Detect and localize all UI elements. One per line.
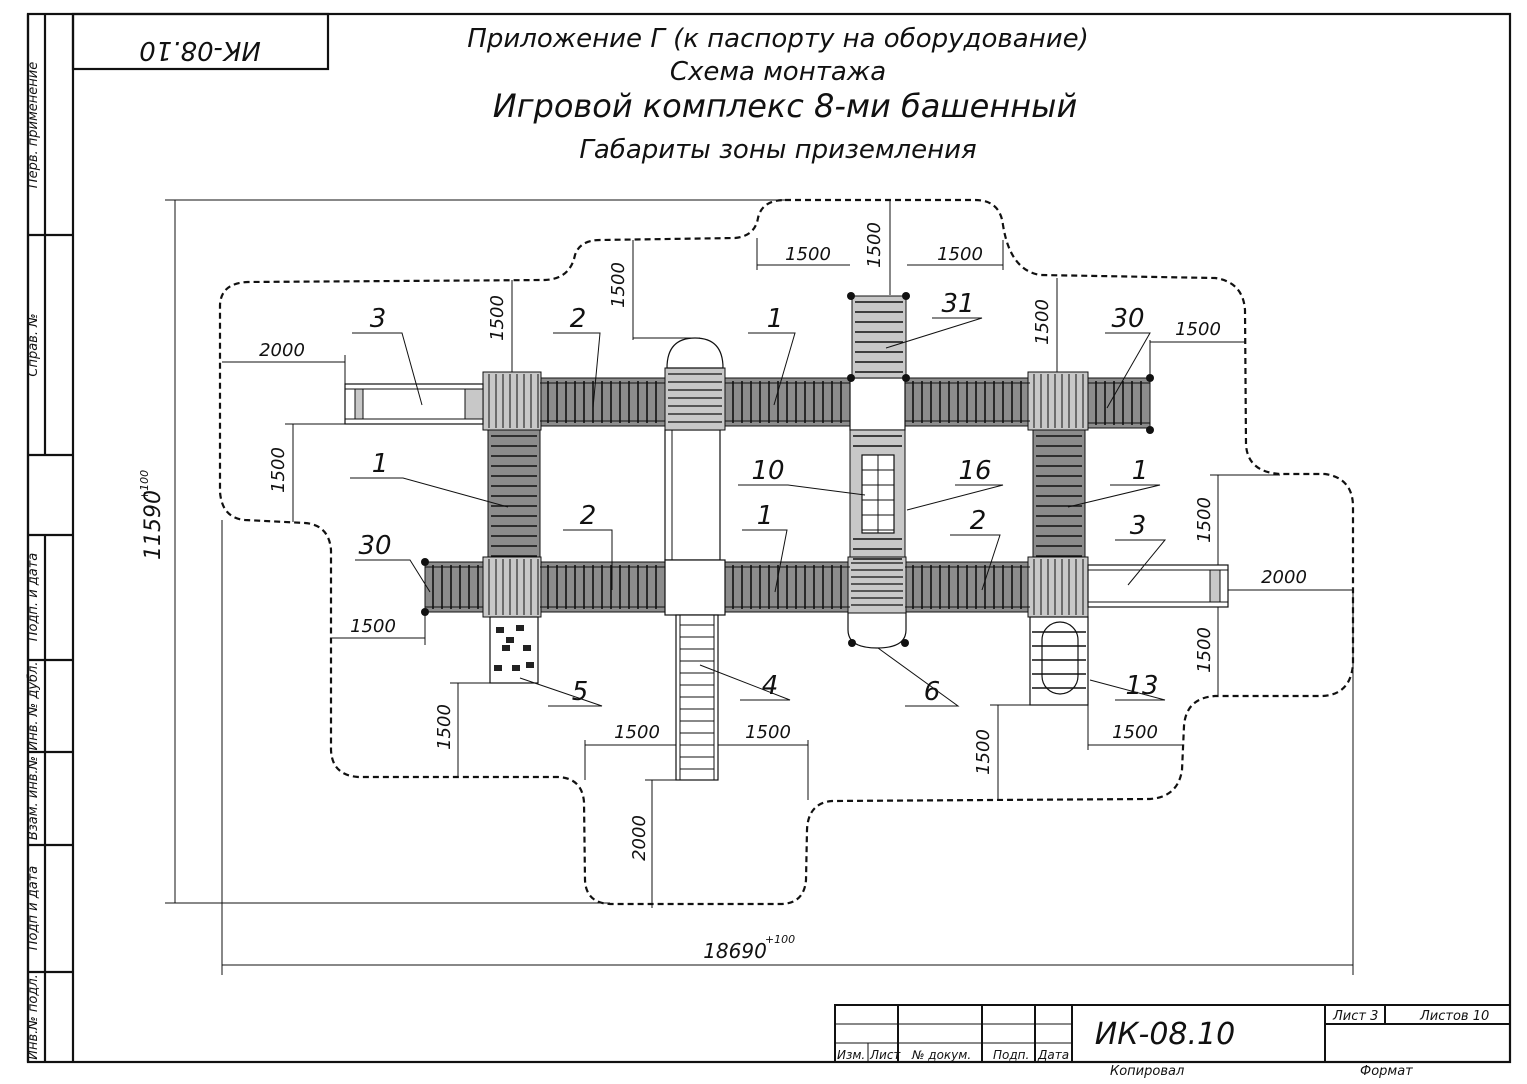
title-block-podp: Подп. xyxy=(993,1048,1029,1062)
callout-4: 4 xyxy=(762,671,779,701)
side-label-perv-primenenie: Перв. применение xyxy=(26,62,41,188)
dim-1500: 1500 xyxy=(745,722,791,743)
dim-1500: 1500 xyxy=(1175,319,1221,340)
bridge-1-left xyxy=(487,429,541,559)
callout-10: 10 xyxy=(751,456,784,486)
title-block-code: ИК-08.10 xyxy=(1095,1017,1235,1052)
dim-1500: 1500 xyxy=(434,704,455,750)
dim-1500: 1500 xyxy=(864,222,885,268)
callout-3: 3 xyxy=(370,304,387,334)
callout-16: 16 xyxy=(958,456,991,486)
dim-overall-height-tol: +100 xyxy=(138,470,151,500)
dim-1500: 1500 xyxy=(785,244,831,265)
dimension-lines xyxy=(165,199,1354,975)
bridge-1-right xyxy=(1032,429,1086,559)
slide-3-left xyxy=(344,383,484,425)
callout-1: 1 xyxy=(767,304,784,334)
dim-1500: 1500 xyxy=(1194,627,1215,673)
dim-1500: 1500 xyxy=(614,722,660,743)
title-line-3: Игровой комплекс 8-ми башенный xyxy=(493,87,1077,125)
dim-2000: 2000 xyxy=(629,815,650,861)
dim-overall-width: 18690 xyxy=(703,939,767,963)
title-line-4: Габариты зоны приземления xyxy=(579,135,976,165)
callout-5: 5 xyxy=(572,677,589,707)
landing-zone-outline xyxy=(218,198,1355,906)
stamp-code-rotated: ИК-08.10 xyxy=(139,35,261,65)
dim-1500: 1500 xyxy=(487,295,508,341)
callout-31: 31 xyxy=(941,289,974,319)
title-block-no-dokum: № докум. xyxy=(911,1048,971,1062)
side-label-vzam-inv: Взам. инв.№ xyxy=(26,756,41,840)
slide-3-right xyxy=(1087,564,1229,608)
title-block-list: Лист xyxy=(869,1048,901,1062)
callout-2: 2 xyxy=(570,304,587,334)
side-label-inv-dubl: Инв. № дубл. xyxy=(26,662,41,751)
dim-1500: 1500 xyxy=(1194,497,1215,543)
title-block-list-no: Лист 3 xyxy=(1332,1009,1378,1024)
dim-2000: 2000 xyxy=(259,340,305,361)
sheet-frame xyxy=(26,12,1512,1064)
callout-2: 2 xyxy=(970,506,987,536)
ladder-31 xyxy=(851,295,907,379)
title-block-izm: Изм. xyxy=(837,1048,865,1062)
dim-1500: 1500 xyxy=(937,244,983,265)
tower-dome-top xyxy=(664,367,726,431)
callout-6: 6 xyxy=(924,677,941,707)
title-line-2: Схема монтажа xyxy=(670,57,886,87)
dim-2000: 2000 xyxy=(1261,567,1307,588)
title-block-listov: Листов 10 xyxy=(1419,1009,1489,1024)
callout-13: 13 xyxy=(1125,671,1158,701)
callout-leaders xyxy=(350,317,1167,707)
dome-roof-bottom-6 xyxy=(847,611,907,649)
callout-1: 1 xyxy=(1132,456,1149,486)
title-block-kopiroval: Копировал xyxy=(1110,1064,1184,1079)
tower-bottom-left xyxy=(482,556,542,618)
tower-center-bottom xyxy=(664,559,726,616)
tower-top-right xyxy=(1027,371,1089,431)
dim-1500: 1500 xyxy=(1112,722,1158,743)
tower-bottom-right xyxy=(1027,556,1089,618)
tower-6 xyxy=(847,556,907,614)
callout-2: 2 xyxy=(580,501,597,531)
tower-center-top xyxy=(849,377,906,431)
steps-30-left xyxy=(424,561,484,613)
tower-top-left xyxy=(482,371,542,431)
callout-30: 30 xyxy=(358,531,391,561)
callout-1: 1 xyxy=(757,501,774,531)
dim-1500: 1500 xyxy=(973,729,994,775)
title-block-data: Дата xyxy=(1037,1048,1069,1062)
playground-structure xyxy=(344,292,1229,781)
callout-3: 3 xyxy=(1130,511,1147,541)
dim-1500: 1500 xyxy=(350,616,396,637)
side-label-inv-podl: Инв.№ подл. xyxy=(26,974,41,1060)
dim-overall-height: 11590 xyxy=(141,490,166,560)
side-label-sprav-no: Справ. № xyxy=(26,313,41,376)
callout-1: 1 xyxy=(372,449,389,479)
dimension-texts: 11590 +100 18690 +100 1500 1500 1500 150… xyxy=(138,222,1307,963)
title-line-1: Приложение Г (к паспорту на оборудование… xyxy=(467,24,1088,54)
dome-roof-top xyxy=(666,337,724,369)
side-label-podp-data-2: Подп и дата xyxy=(26,866,41,950)
title-block xyxy=(834,1004,1511,1063)
dim-overall-width-tol: +100 xyxy=(765,933,795,946)
callout-numbers: 3 2 1 31 30 1 10 16 1 30 2 1 2 3 5 4 6 1… xyxy=(358,289,1158,707)
callout-30: 30 xyxy=(1111,304,1144,334)
dim-1500: 1500 xyxy=(1032,299,1053,345)
dim-1500: 1500 xyxy=(608,262,629,308)
title-block-format: Формат xyxy=(1360,1064,1413,1079)
dim-1500: 1500 xyxy=(268,447,289,493)
side-label-podp-data-1: Подп. и дата xyxy=(26,553,41,642)
